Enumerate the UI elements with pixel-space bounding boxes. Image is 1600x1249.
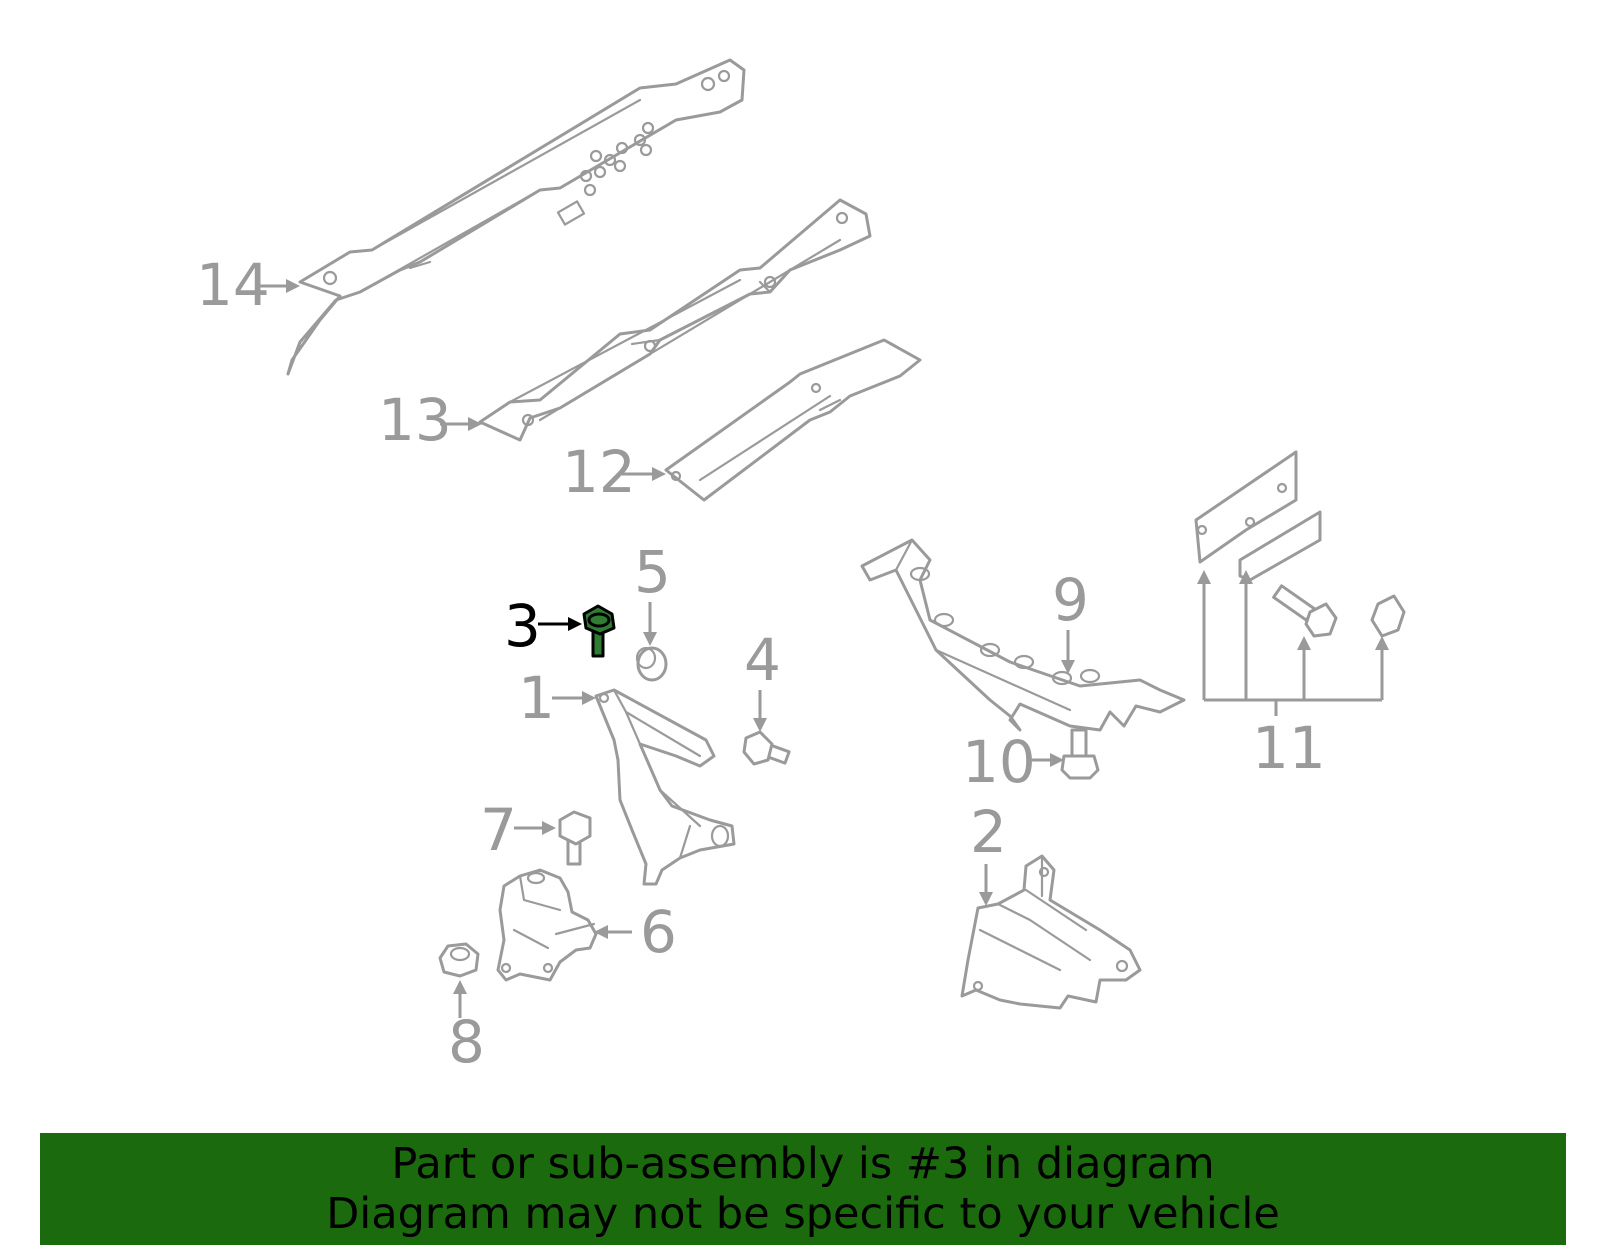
part-2-mount-bracket — [960, 854, 1142, 1010]
callout-10: 10 — [962, 728, 1064, 796]
part-12-plate — [664, 338, 922, 502]
part-5-bushing — [635, 646, 668, 682]
callout-2: 2 — [970, 798, 1007, 906]
callout-5: 5 — [634, 538, 671, 646]
callout-14-label: 14 — [196, 251, 270, 319]
part-1-bracket — [594, 688, 736, 886]
part-14-rail — [286, 58, 746, 376]
callout-8: 8 — [448, 980, 485, 1076]
callout-7: 7 — [480, 796, 556, 864]
part-3-bolt-highlighted — [582, 604, 616, 658]
bolt-11 — [1272, 584, 1338, 638]
callout-6-label: 6 — [640, 898, 677, 966]
part-6-engine-mount — [496, 868, 598, 982]
callout-7-label: 7 — [480, 796, 517, 864]
callout-2-label: 2 — [970, 798, 1007, 866]
callout-4-label: 4 — [744, 626, 781, 694]
banner-line-2: Diagram may not be specific to your vehi… — [326, 1189, 1280, 1239]
part-10-bolt — [1060, 728, 1100, 780]
part-9-crossmember — [860, 538, 1186, 732]
footer-banner: Part or sub-assembly is #3 in diagram Di… — [40, 1133, 1566, 1245]
callout-9-label: 9 — [1052, 566, 1089, 634]
callout-3-label: 3 — [504, 592, 541, 660]
part-13-rail — [478, 198, 872, 442]
callout-14: 14 — [196, 251, 300, 319]
callout-11-label: 11 — [1252, 714, 1326, 782]
banner-line-1: Part or sub-assembly is #3 in diagram — [391, 1139, 1215, 1189]
callout-12-label: 12 — [562, 438, 636, 506]
callout-13: 13 — [378, 386, 482, 454]
callout-10-label: 10 — [962, 728, 1036, 796]
part-7-bolt — [558, 810, 592, 866]
nut-11 — [1370, 594, 1406, 638]
part-4-bolt — [742, 730, 791, 766]
callout-5-label: 5 — [634, 538, 671, 606]
callout-12: 12 — [562, 438, 666, 506]
callout-3: 3 — [504, 592, 582, 660]
callout-1-label: 1 — [518, 664, 555, 732]
callout-6: 6 — [594, 898, 677, 966]
callout-1: 1 — [518, 664, 596, 732]
callout-13-label: 13 — [378, 386, 452, 454]
callout-8-label: 8 — [448, 1008, 485, 1076]
callout-9: 9 — [1052, 566, 1089, 674]
part-11-bracket-set — [1194, 450, 1406, 716]
callout-11: 11 — [1252, 714, 1326, 782]
part-8-nut — [438, 942, 480, 978]
callout-4: 4 — [744, 626, 781, 732]
